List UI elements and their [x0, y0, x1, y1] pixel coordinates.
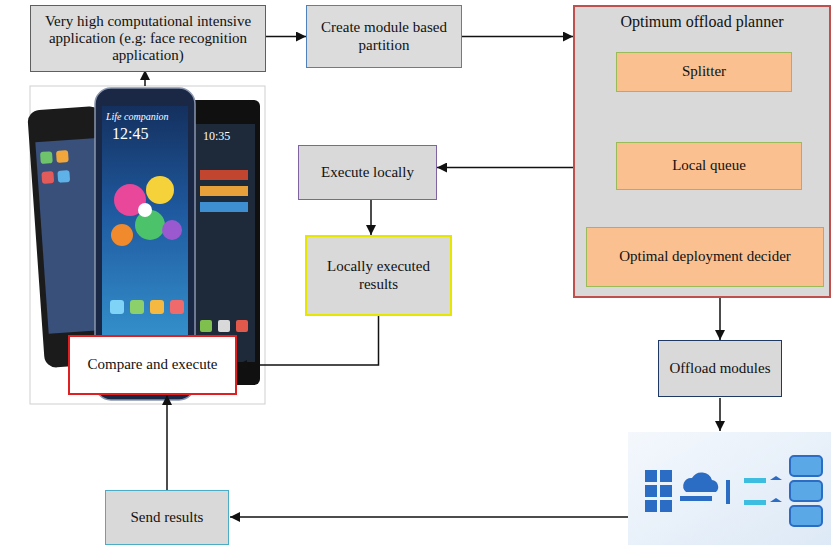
- box-label: Optimal deployment decider: [619, 248, 791, 265]
- grid-icon: [660, 470, 672, 482]
- switch-arrow: [770, 498, 782, 502]
- connector-arrow: [370, 200, 372, 235]
- cloud-panel: [628, 432, 831, 545]
- box-label: Send results: [131, 509, 204, 526]
- app-icon: [40, 151, 53, 164]
- cloud-illustration: [628, 432, 831, 545]
- connector-arrow: [719, 298, 721, 340]
- component-box: Optimal deployment decider: [586, 227, 824, 287]
- screen-bar: [200, 170, 248, 180]
- connector-arrow: [266, 36, 306, 38]
- connector-arrow: [237, 316, 379, 365]
- connector-arrow: [462, 36, 573, 38]
- app-icon: [130, 300, 144, 314]
- component-box: Local queue: [616, 142, 802, 190]
- app-icon: [150, 300, 164, 314]
- cloud-icon: [683, 472, 718, 492]
- process-box: Send results: [105, 490, 229, 545]
- server-unit: [790, 481, 822, 501]
- server-unit: [790, 456, 822, 476]
- process-box: Create module based partition: [306, 5, 462, 68]
- panel-heading: Optimum offload planner: [620, 12, 783, 31]
- screen-text: Life companion: [106, 111, 169, 122]
- server-unit: [790, 506, 822, 526]
- grid-icon: [660, 485, 672, 497]
- grid-icon: [645, 485, 657, 497]
- grid-icon: [645, 500, 657, 512]
- box-label: Execute locally: [321, 164, 414, 181]
- wallpaper-petal: [162, 220, 182, 240]
- grid-icon: [660, 500, 672, 512]
- process-box: Offload modules: [658, 340, 782, 397]
- app-icon: [110, 300, 124, 314]
- app-icon: [56, 150, 69, 163]
- offload-to-cloud-arrow: [719, 398, 721, 431]
- link-bar: [726, 480, 730, 504]
- box-label: Local queue: [672, 157, 746, 174]
- screen-text: 10:35: [203, 130, 230, 143]
- screen-text: 12:45: [112, 125, 148, 143]
- box-label: Very high computational intensive applic…: [36, 13, 260, 65]
- link-bar: [680, 496, 712, 501]
- phone-to-app-arrow: [144, 70, 146, 86]
- phones-illustration: [27, 86, 265, 404]
- screen-bar: [200, 202, 248, 212]
- app-icon: [236, 320, 248, 332]
- cloud-to-send-arrow: [230, 516, 628, 518]
- connector-arrow: [166, 395, 168, 490]
- box-label: Compare and execute: [88, 356, 218, 373]
- box-label: Splitter: [682, 63, 726, 80]
- process-box: Execute locally: [298, 145, 437, 200]
- app-icon: [218, 320, 230, 332]
- switch-arrow: [770, 476, 782, 480]
- process-box: Compare and execute: [68, 335, 237, 395]
- box-label: Locally executed results: [312, 258, 445, 293]
- wallpaper-petal: [146, 176, 174, 204]
- component-box: Splitter: [616, 52, 792, 92]
- grid-icon: [645, 470, 657, 482]
- screen-bar: [200, 186, 248, 196]
- app-icon: [57, 170, 70, 183]
- app-icon: [200, 320, 212, 332]
- app-icon: [170, 300, 184, 314]
- box-label: Create module based partition: [312, 19, 456, 54]
- result-box: Locally executed results: [305, 235, 452, 316]
- process-box: Very high computational intensive applic…: [30, 5, 266, 72]
- planner-panel: Optimum offload plannerSplitterLocal que…: [573, 5, 831, 298]
- app-icon: [41, 171, 54, 184]
- wallpaper-petal: [111, 224, 133, 246]
- switch-bar: [744, 500, 766, 505]
- wallpaper-center: [138, 203, 152, 217]
- switch-bar: [744, 478, 766, 483]
- box-label: Offload modules: [670, 360, 771, 377]
